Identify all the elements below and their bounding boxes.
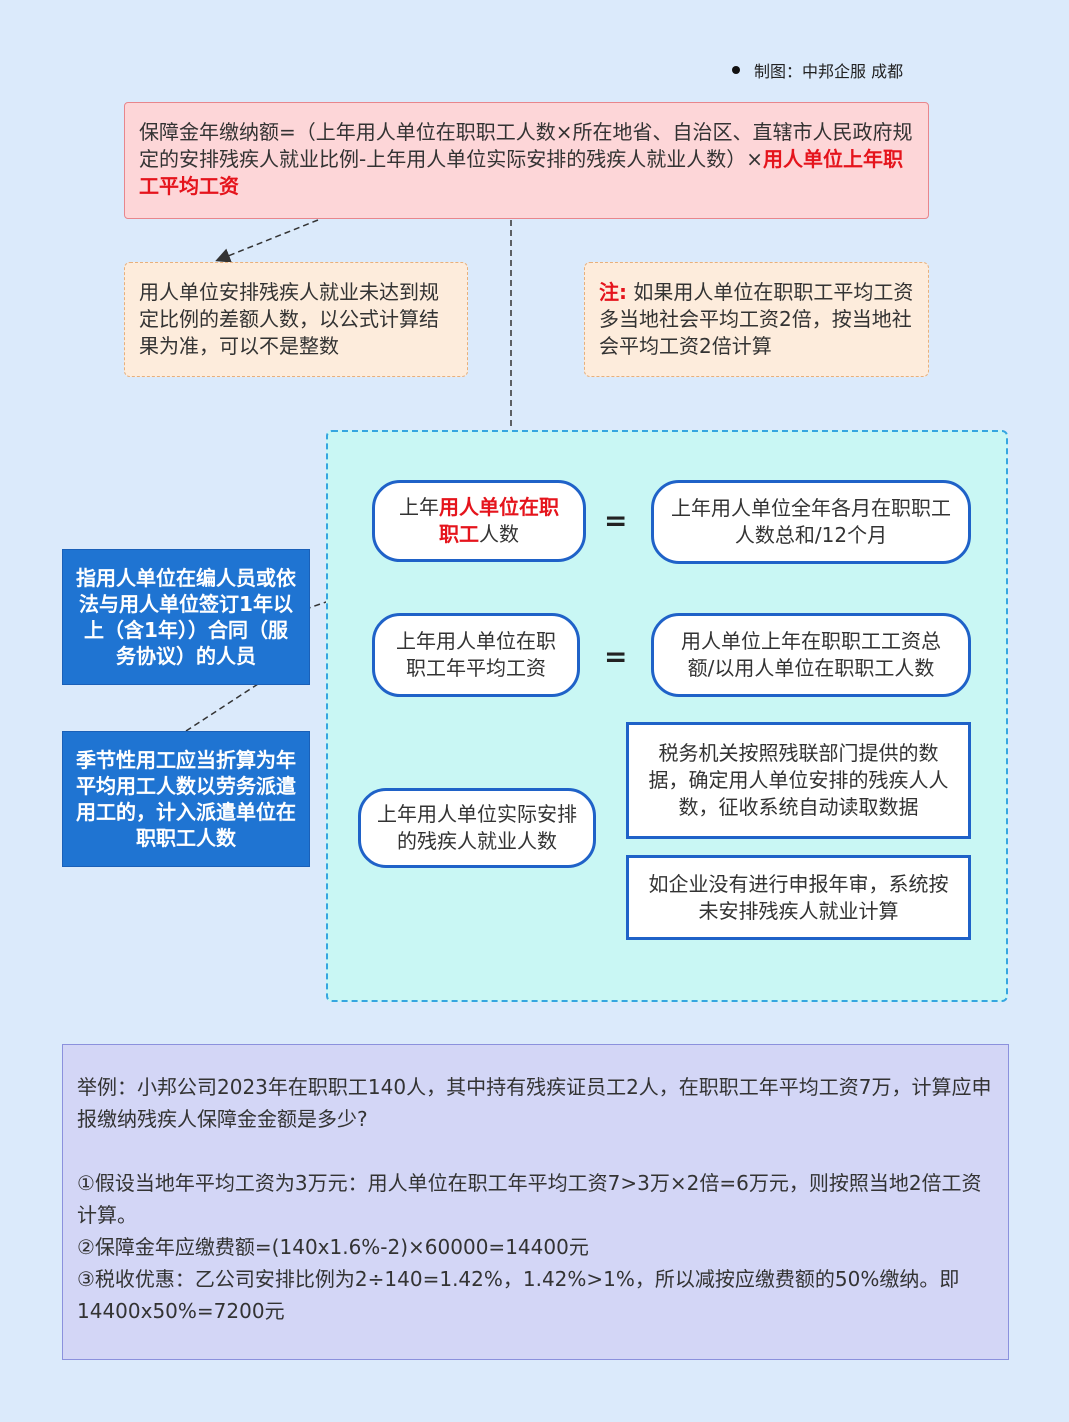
pill-employee-count-def: 上年用人单位全年各月在职职工人数总和/12个月 (651, 480, 971, 564)
blue-box-seasonal-workers: 季节性用工应当折算为年平均用工人数以劳务派遣用工的，计入派遣单位在职职工人数 (62, 731, 310, 867)
box-tax-authority-text: 税务机关按照残联部门提供的数据，确定用人单位安排的残疾人人数，征收系统自动读取数… (648, 741, 949, 819)
blue-box-employee-definition-text: 指用人单位在编人员或依法与用人单位签订1年以上（含1年））合同（服务协议）的人员 (76, 566, 296, 668)
credit: 制图：中邦企服 成都 (732, 58, 903, 82)
note-right: 注: 如果用人单位在职职工平均工资多当地社会平均工资2倍，按当地社会平均工资2倍… (584, 262, 929, 377)
connector-bluebox2-to-bluebox1 (185, 683, 259, 732)
equals-sign-1: = (604, 504, 628, 537)
pill-employee-count-highlight: 用人单位在职职工 (439, 495, 559, 546)
pill-average-wage-def-text: 用人单位上年在职职工工资总额/以用人单位在职职工人数 (681, 629, 941, 680)
note-right-text: 如果用人单位在职职工平均工资多当地社会平均工资2倍，按当地社会平均工资2倍计算 (599, 280, 914, 358)
formula-main: 保障金年缴纳额=（上年用人单位在职职工人数×所在地省、自治区、直辖市人民政府规定… (139, 120, 913, 171)
credit-text: 制图：中邦企服 成都 (754, 62, 904, 81)
example-step-1: ①假设当地年平均工资为3万元：用人单位在职工年平均工资7>3万×2倍=6万元，则… (77, 1171, 982, 1227)
example-step-3: ③税收优惠：乙公司安排比例为2÷140=1.42%，1.42%>1%，所以减按应… (77, 1267, 960, 1323)
pill-average-wage: 上年用人单位在职职工年平均工资 (372, 613, 580, 697)
pill-average-wage-def: 用人单位上年在职职工工资总额/以用人单位在职职工人数 (651, 613, 971, 697)
pill-employee-count-prefix: 上年 (399, 495, 439, 519)
blue-box-employee-definition: 指用人单位在编人员或依法与用人单位签订1年以上（含1年））合同（服务协议）的人员 (62, 549, 310, 685)
example-step-2: ②保障金年应缴费额=(140x1.6%-2)×60000=14400元 (77, 1235, 589, 1259)
example-box: 举例：小邦公司2023年在职职工140人，其中持有残疾证员工2人，在职职工年平均… (62, 1044, 1009, 1360)
note-left: 用人单位安排残疾人就业未达到规定比例的差额人数，以公式计算结果为准，可以不是整数 (124, 262, 468, 377)
connector-formula-to-note (215, 219, 319, 263)
formula-box: 保障金年缴纳额=（上年用人单位在职职工人数×所在地省、自治区、直辖市人民政府规定… (124, 102, 929, 219)
example-question: 举例：小邦公司2023年在职职工140人，其中持有残疾证员工2人，在职职工年平均… (77, 1075, 992, 1131)
equals-sign-2: = (604, 640, 628, 673)
box-no-report-text: 如企业没有进行申报年审，系统按未安排残疾人就业计算 (648, 871, 949, 923)
box-tax-authority: 税务机关按照残联部门提供的数据，确定用人单位安排的残疾人人数，征收系统自动读取数… (626, 722, 971, 839)
pill-disabled-employees-text: 上年用人单位实际安排的残疾人就业人数 (377, 802, 577, 853)
blue-box-seasonal-workers-text: 季节性用工应当折算为年平均用工人数以劳务派遣用工的，计入派遣单位在职职工人数 (76, 748, 296, 850)
pill-employee-count-def-text: 上年用人单位全年各月在职职工人数总和/12个月 (671, 496, 951, 547)
note-left-text: 用人单位安排残疾人就业未达到规定比例的差额人数，以公式计算结果为准，可以不是整数 (139, 280, 439, 358)
bullet-icon (732, 66, 740, 74)
formula-highlight: 用人单位上年职工平均工资 (139, 147, 903, 198)
box-no-report: 如企业没有进行申报年审，系统按未安排残疾人就业计算 (626, 855, 971, 940)
note-right-label: 注: (599, 280, 627, 304)
pill-average-wage-text: 上年用人单位在职职工年平均工资 (396, 629, 556, 680)
pill-employee-count-suffix: 人数 (479, 522, 519, 546)
pill-employee-count: 上年用人单位在职职工人数 (372, 480, 586, 562)
pill-disabled-employees: 上年用人单位实际安排的残疾人就业人数 (358, 788, 596, 868)
